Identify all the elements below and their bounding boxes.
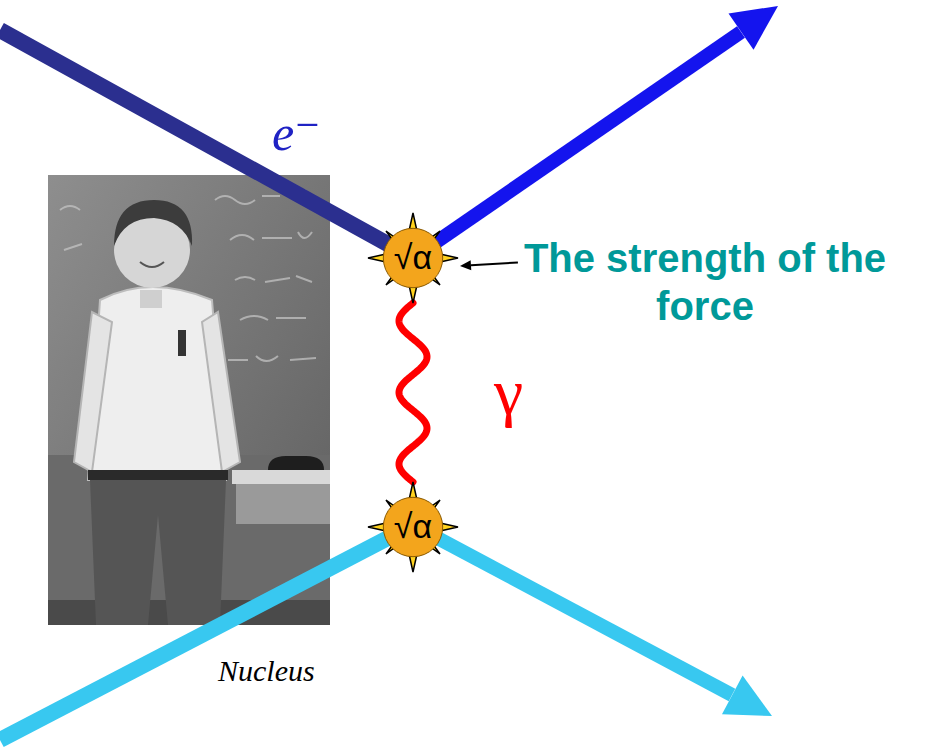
hair [114,200,192,246]
electron-line [0,30,413,258]
coupling-label: √α [394,239,432,276]
photon-line [399,303,427,482]
chalk-scribbles [60,190,316,361]
photon-label: γ [491,356,526,429]
vertex-star: √α [368,482,458,572]
leader-line [471,262,518,265]
nucleus-line [0,525,413,740]
trousers [90,480,226,625]
arrowhead [460,260,471,270]
particle-label: Nucleus [218,654,315,687]
belt [88,470,228,480]
neck [140,290,162,308]
floor [48,600,330,625]
arrowhead [729,6,779,50]
vertex-disc [383,228,442,287]
electron-line [413,32,741,258]
star-shape [368,482,458,572]
smile [140,262,164,267]
coupling-label: √α [394,508,432,545]
nucleus-line [413,525,732,695]
pen [178,330,186,356]
blackboard [48,175,330,625]
particle-label: e⁻ [272,106,321,161]
star-shape [368,213,458,303]
photo [48,175,330,625]
wall [48,455,330,625]
vertex-star: √α [368,213,458,303]
desk [236,484,330,524]
desk [232,470,330,484]
arrowhead [722,676,772,717]
vertex-disc [383,497,442,556]
arms [74,312,240,472]
telephone [268,456,324,470]
callout-text: The strength of the force [470,234,940,330]
shirt [88,287,226,480]
head [114,212,190,288]
